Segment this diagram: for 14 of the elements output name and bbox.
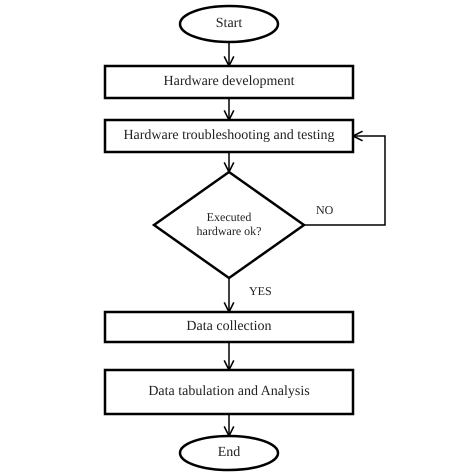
arrow	[223, 278, 235, 313]
step-label: Data tabulation and Analysis	[148, 384, 310, 400]
step-label: Hardware development	[164, 74, 294, 90]
decision-text: Executed hardware ok?	[196, 211, 262, 239]
arrow	[223, 414, 235, 437]
terminal-label: Start	[216, 16, 242, 32]
arrow	[223, 342, 235, 371]
arrow	[223, 98, 235, 121]
step-label: Data collection	[186, 318, 272, 336]
arrow	[223, 152, 235, 173]
arrow	[223, 42, 235, 67]
terminal-label: End	[218, 444, 240, 462]
arrow	[304, 130, 386, 226]
step-label: Hardware troubleshooting and testing	[123, 128, 335, 144]
